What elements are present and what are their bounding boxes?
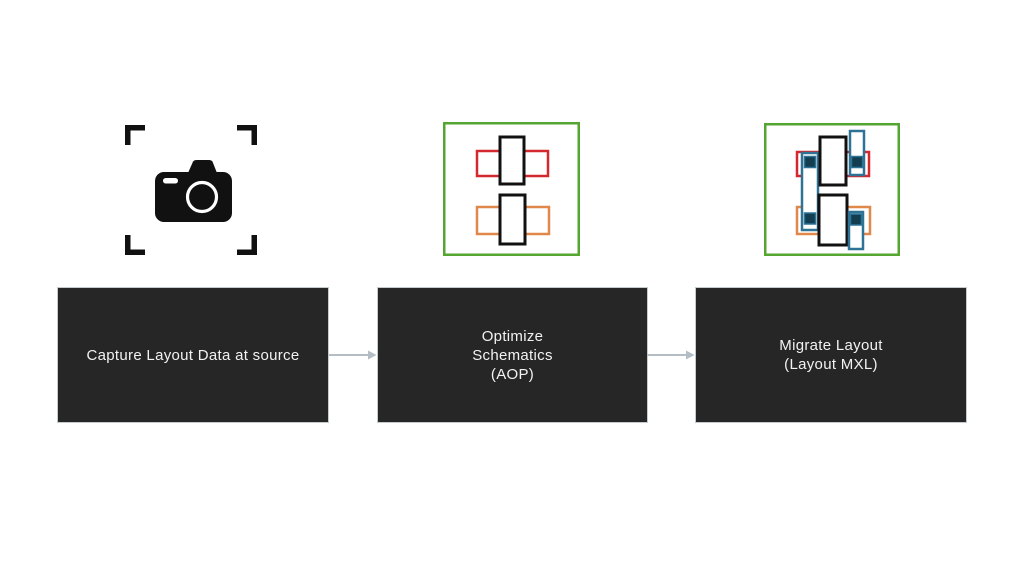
camera-glyph bbox=[155, 160, 232, 222]
step-label: (AOP) bbox=[490, 365, 535, 383]
contact-via bbox=[849, 213, 863, 226]
contact-via bbox=[803, 155, 817, 169]
layout-migrate-icon bbox=[764, 123, 900, 256]
connector-arrow-icon bbox=[329, 350, 377, 360]
viewfinder-brackets bbox=[125, 125, 257, 255]
step-label: Migrate Layout bbox=[779, 337, 883, 354]
step-label: Capture Layout Data at source bbox=[86, 346, 300, 364]
camera-capture-icon bbox=[125, 125, 257, 255]
metal-track-left bbox=[800, 151, 820, 232]
metal-track-top-right bbox=[848, 129, 866, 177]
connector-arrow-icon bbox=[647, 350, 695, 360]
step-box-capture: Capture Layout Data at source bbox=[57, 287, 329, 423]
step-box-optimize: Optimize Schematics (AOP) bbox=[377, 287, 648, 423]
step-label: Schematics bbox=[472, 346, 553, 364]
contact-via bbox=[850, 155, 864, 169]
gate-top bbox=[818, 135, 848, 187]
step-box-migrate: Migrate Layout (Layout MXL) bbox=[695, 287, 967, 423]
step-label: (Layout MXL) bbox=[784, 356, 878, 373]
gate-bottom bbox=[498, 193, 527, 246]
step-label: Optimize bbox=[481, 327, 544, 345]
schematic-optimize-icon bbox=[443, 122, 580, 256]
contact-via bbox=[803, 212, 817, 225]
gate-top bbox=[498, 135, 526, 186]
gate-bottom bbox=[817, 193, 849, 247]
